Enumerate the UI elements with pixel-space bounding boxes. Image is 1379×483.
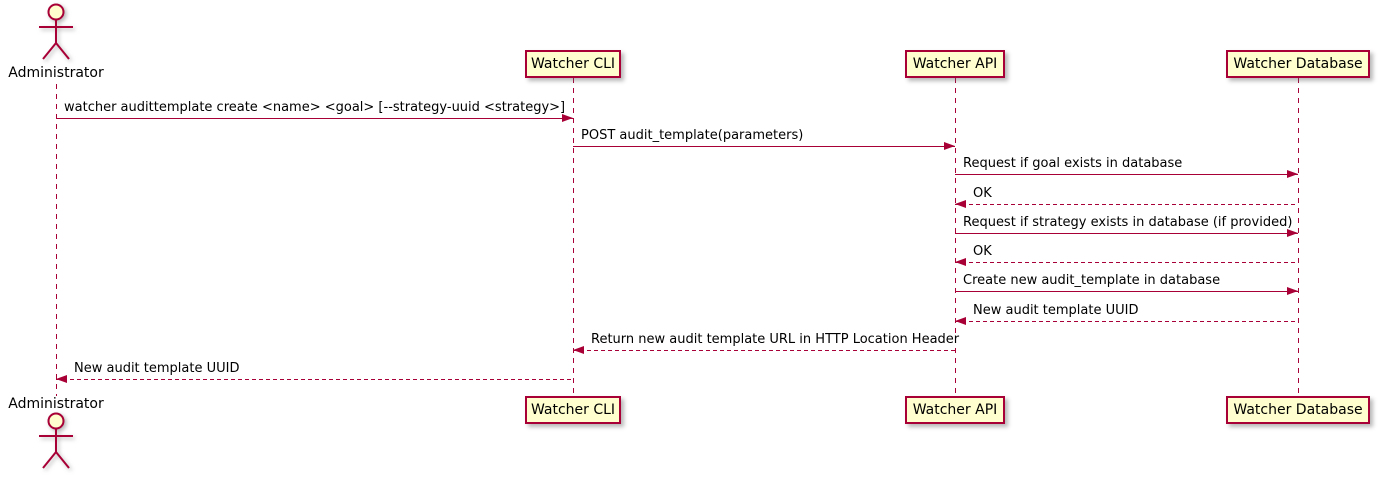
actor-icon	[39, 3, 73, 60]
lifeline-watcher-api	[955, 78, 956, 396]
participant-watcher-cli-top: Watcher CLI	[525, 50, 621, 78]
lifeline-administrator	[56, 84, 57, 396]
message-line	[955, 204, 1298, 205]
arrowhead-icon	[1287, 170, 1298, 178]
arrowhead-icon	[1287, 229, 1298, 237]
participant-watcher-api-bottom: Watcher API	[905, 396, 1005, 424]
lifeline-watcher-database	[1298, 78, 1299, 396]
message-line	[955, 233, 1298, 234]
message-label: Return new audit template URL in HTTP Lo…	[591, 332, 960, 347]
arrowhead-icon	[944, 142, 955, 150]
message-line	[573, 350, 955, 351]
message-line	[56, 379, 573, 380]
message-label: watcher audittemplate create <name> <goa…	[64, 100, 566, 115]
message-line	[955, 291, 1298, 292]
participant-watcher-database-top: Watcher Database	[1226, 50, 1370, 78]
participant-watcher-cli-bottom: Watcher CLI	[525, 396, 621, 424]
arrowhead-icon	[1287, 287, 1298, 295]
message-line	[955, 174, 1298, 175]
participant-watcher-database-bottom: Watcher Database	[1226, 396, 1370, 424]
message-line	[955, 321, 1298, 322]
message-label: OK	[973, 186, 992, 201]
message-line	[56, 118, 573, 119]
message-line	[955, 262, 1298, 263]
arrowhead-icon	[955, 258, 966, 266]
message-label: Request if strategy exists in database (…	[963, 215, 1293, 230]
lifeline-watcher-cli	[573, 78, 574, 396]
message-label: OK	[973, 244, 992, 259]
message-label: Request if goal exists in database	[963, 156, 1183, 171]
arrowhead-icon	[56, 375, 67, 383]
message-label: New audit template UUID	[973, 303, 1139, 318]
arrowhead-icon	[955, 317, 966, 325]
message-label: New audit template UUID	[74, 361, 240, 376]
message-line	[573, 146, 955, 147]
actor-label-bottom: Administrator	[8, 396, 104, 412]
message-label: Create new audit_template in database	[963, 273, 1221, 288]
arrowhead-icon	[955, 200, 966, 208]
message-label: POST audit_template(parameters)	[581, 128, 804, 143]
actor-label-top: Administrator	[8, 65, 104, 81]
arrowhead-icon	[562, 114, 573, 122]
participant-watcher-api-top: Watcher API	[905, 50, 1005, 78]
actor-icon	[39, 412, 73, 469]
arrowhead-icon	[573, 346, 584, 354]
